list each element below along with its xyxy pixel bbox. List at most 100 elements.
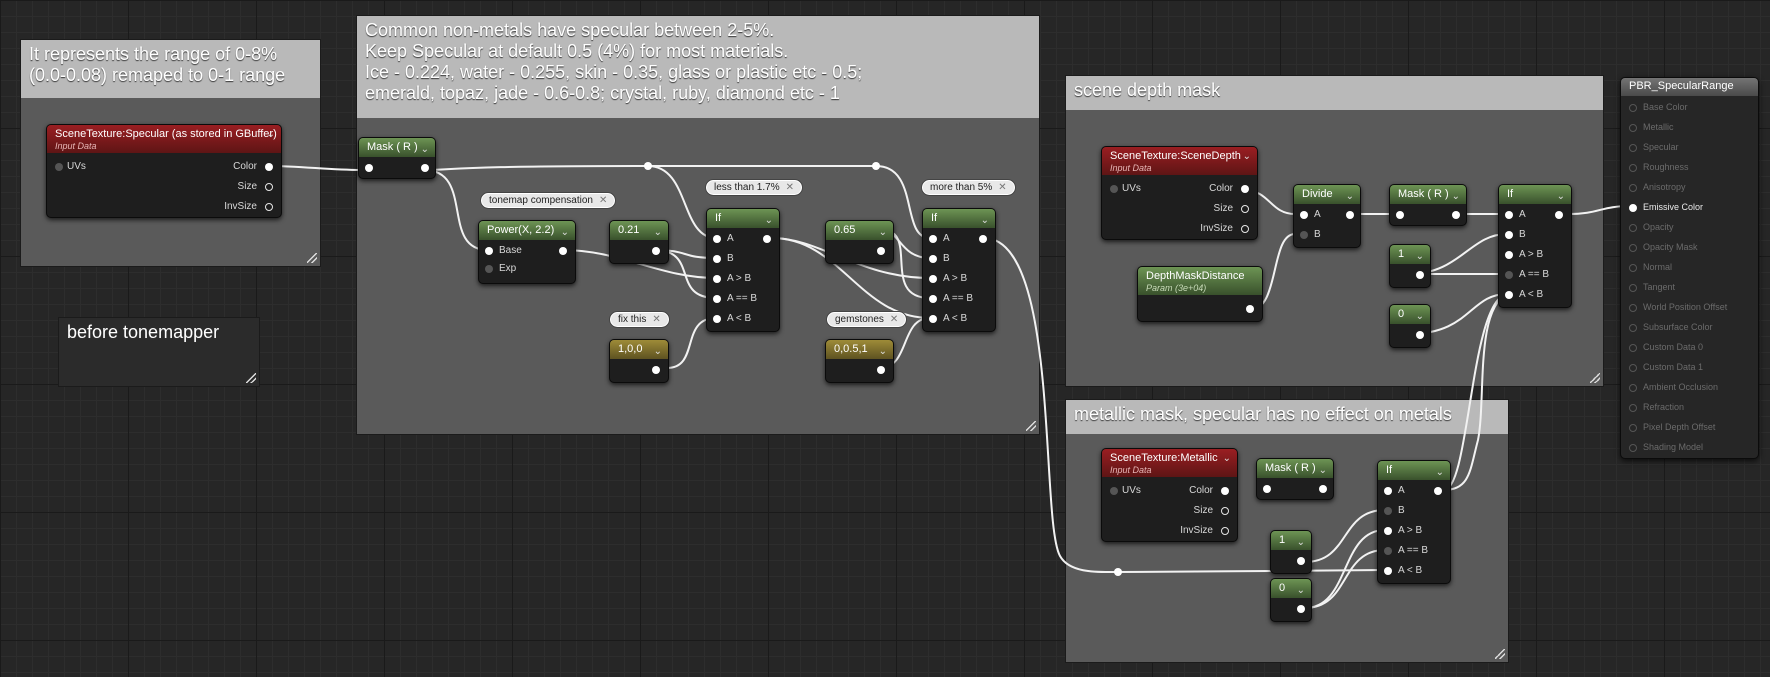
output-pin-custom-data-1[interactable]: Custom Data 1	[1629, 362, 1703, 372]
pin-dot[interactable]	[1629, 443, 1637, 452]
pin-out[interactable]	[1452, 211, 1460, 219]
pin-dot[interactable]	[1629, 423, 1637, 432]
pin-a-eq-b[interactable]	[1505, 271, 1513, 279]
chevron-down-icon[interactable]: ⌄	[878, 346, 887, 357]
pin-uvs[interactable]	[1110, 487, 1118, 495]
chevron-down-icon[interactable]: ⌄	[1451, 191, 1460, 202]
pin-b[interactable]	[1384, 507, 1392, 515]
pin-out[interactable]	[1346, 211, 1354, 219]
chevron-down-icon[interactable]: ⌄	[653, 346, 662, 357]
pin-a-gt-b[interactable]	[713, 275, 721, 283]
pin-out[interactable]	[421, 164, 429, 172]
output-pin-opacity-mask[interactable]: Opacity Mask	[1629, 242, 1698, 252]
pin-out[interactable]	[559, 247, 567, 255]
resize-handle[interactable]	[1495, 649, 1505, 659]
output-pin-shading-model[interactable]: Shading Model	[1629, 442, 1703, 452]
pin-out[interactable]	[877, 247, 885, 255]
close-icon[interactable]: ✕	[998, 182, 1007, 193]
scene-texture-depth-node[interactable]: SceneTexture:SceneDepth Input Data ⌄ UVs…	[1101, 146, 1258, 240]
pin-size[interactable]	[1241, 205, 1249, 213]
chevron-down-icon[interactable]: ⌄	[878, 227, 887, 238]
pin-b[interactable]	[1300, 231, 1308, 239]
pin-out[interactable]	[1434, 487, 1442, 495]
if-node-1[interactable]: If⌄ A B A > B A == B A < B	[706, 208, 780, 332]
output-pin-custom-data-0[interactable]: Custom Data 0	[1629, 342, 1703, 352]
chevron-down-icon[interactable]: ⌄	[266, 129, 275, 140]
constant-1-node[interactable]: 1⌄	[1389, 244, 1431, 288]
mask-r-node[interactable]: Mask ( R )⌄	[358, 137, 436, 179]
close-icon[interactable]: ✕	[785, 182, 794, 193]
close-icon[interactable]: ✕	[598, 195, 608, 206]
chevron-down-icon[interactable]: ⌄	[1345, 191, 1354, 202]
pin-dot[interactable]	[1629, 163, 1637, 172]
chevron-down-icon[interactable]: ⌄	[1242, 151, 1251, 162]
pin-a[interactable]	[1384, 487, 1392, 495]
pin-dot[interactable]	[1629, 243, 1637, 252]
pin-b[interactable]	[929, 255, 937, 263]
pin-out[interactable]	[652, 247, 660, 255]
pin-invsize[interactable]	[1221, 527, 1229, 535]
pin-in[interactable]	[365, 164, 373, 172]
close-icon[interactable]: ✕	[889, 314, 899, 325]
pin-a-eq-b[interactable]	[929, 295, 937, 303]
pin-size[interactable]	[1221, 507, 1229, 515]
pin-a-eq-b[interactable]	[1384, 547, 1392, 555]
pin-dot[interactable]	[1629, 103, 1637, 112]
pin-dot[interactable]	[1629, 303, 1637, 312]
pin-dot[interactable]	[1629, 143, 1637, 152]
pin-invsize[interactable]	[265, 203, 273, 211]
pin-b[interactable]	[713, 255, 721, 263]
pin-a-lt-b[interactable]	[929, 315, 937, 323]
chevron-down-icon[interactable]: ⌄	[560, 227, 569, 238]
output-pin-ambient-occlusion[interactable]: Ambient Occlusion	[1629, 382, 1718, 392]
constant-0-65-node[interactable]: 0.65⌄	[825, 220, 894, 264]
pin-a[interactable]	[1505, 211, 1513, 219]
pin-exp[interactable]	[485, 265, 493, 273]
pin-dot[interactable]	[1629, 363, 1637, 372]
mask-r-node-3[interactable]: Mask ( R )⌄	[1256, 458, 1334, 500]
chevron-down-icon[interactable]: ⌄	[1556, 191, 1565, 202]
pin-color[interactable]	[265, 163, 273, 171]
depth-mask-distance-param-node[interactable]: DepthMaskDistance Param (3e+04)	[1137, 266, 1263, 322]
chevron-down-icon[interactable]: ⌄	[1296, 537, 1305, 548]
output-pin-anisotropy[interactable]: Anisotropy	[1629, 182, 1686, 192]
output-pin-metallic[interactable]: Metallic	[1629, 122, 1674, 132]
output-pin-emissive-color[interactable]: Emissive Color	[1629, 202, 1703, 212]
output-pin-world-position-offset[interactable]: World Position Offset	[1629, 302, 1727, 312]
output-pin-subsurface-color[interactable]: Subsurface Color	[1629, 322, 1713, 332]
vector-0-0-5-1-node[interactable]: 0,0.5,1⌄	[825, 339, 894, 383]
chevron-down-icon[interactable]: ⌄	[1435, 467, 1444, 478]
output-pin-normal[interactable]: Normal	[1629, 262, 1672, 272]
output-pin-pixel-depth-offset[interactable]: Pixel Depth Offset	[1629, 422, 1715, 432]
scene-texture-specular-node[interactable]: SceneTexture:Specular (as stored in GBuf…	[46, 124, 282, 218]
constant-1-node-2[interactable]: 1⌄	[1270, 530, 1312, 574]
if-node-4[interactable]: If⌄ A B A > B A == B A < B	[1377, 460, 1451, 584]
resize-handle[interactable]	[1590, 373, 1600, 383]
pin-dot[interactable]	[1629, 203, 1637, 212]
resize-handle[interactable]	[307, 253, 317, 263]
pin-out[interactable]	[1555, 211, 1563, 219]
resize-handle[interactable]	[246, 373, 256, 383]
pin-out[interactable]	[1319, 485, 1327, 493]
pin-dot[interactable]	[1629, 123, 1637, 132]
pin-a-gt-b[interactable]	[929, 275, 937, 283]
output-pin-opacity[interactable]: Opacity	[1629, 222, 1674, 232]
output-pin-roughness[interactable]: Roughness	[1629, 162, 1689, 172]
pin-a[interactable]	[713, 235, 721, 243]
output-pin-specular[interactable]: Specular	[1629, 142, 1679, 152]
pin-out[interactable]	[1416, 271, 1424, 279]
if-node-3[interactable]: If⌄ A B A > B A == B A < B	[1498, 184, 1572, 308]
pin-a[interactable]	[929, 235, 937, 243]
pin-out[interactable]	[652, 366, 660, 374]
pin-out[interactable]	[1297, 557, 1305, 565]
output-pin-tangent[interactable]: Tangent	[1629, 282, 1675, 292]
pin-dot[interactable]	[1629, 283, 1637, 292]
pin-out[interactable]	[1246, 305, 1254, 313]
scene-texture-metallic-node[interactable]: SceneTexture:Metallic Input Data ⌄ UVs C…	[1101, 448, 1238, 542]
pin-in[interactable]	[1396, 211, 1404, 219]
pin-out[interactable]	[979, 235, 987, 243]
comment-before-tonemapper[interactable]: before tonemapper	[59, 318, 259, 386]
chevron-down-icon[interactable]: ⌄	[653, 227, 662, 238]
pin-a[interactable]	[1300, 211, 1308, 219]
